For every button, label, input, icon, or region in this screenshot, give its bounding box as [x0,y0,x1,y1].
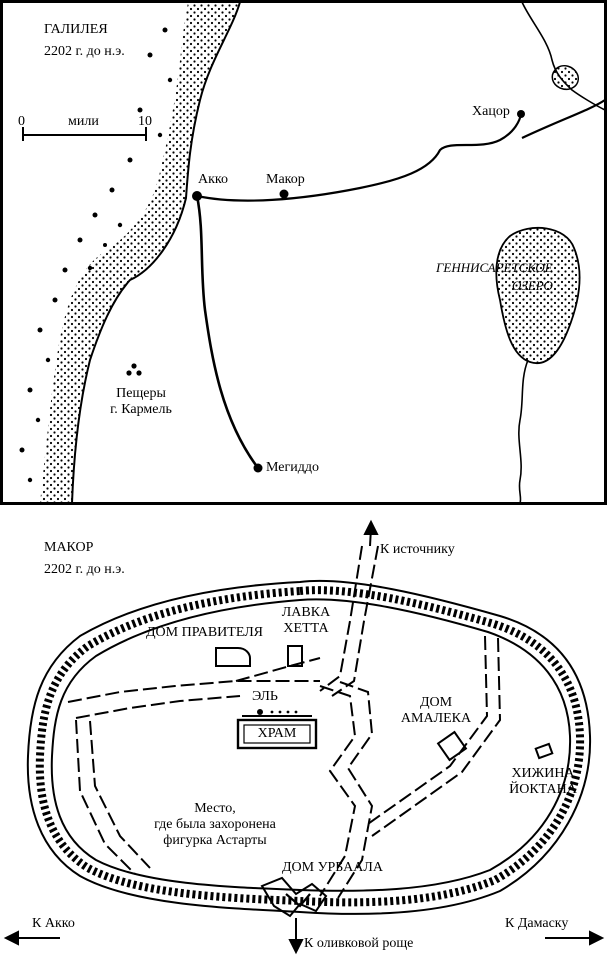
urbaal-house-shape [260,876,328,918]
megiddo-marker [253,463,263,473]
sea-dots [19,27,173,483]
road-akko-hazor [196,99,606,202]
akko-label: Акко [198,172,229,187]
coastline [71,1,241,504]
astarte-place-label-line1: Место, [194,801,236,816]
to-damascus-label: К Дамаску [505,916,569,931]
temple-dots [270,710,298,714]
exit-arrows [3,519,605,955]
galilee-date: 2202 г. до н.э. [44,44,125,59]
akko-marker [192,191,202,201]
yoktan-hut-label-line1: ХИЖИНА [511,766,575,781]
urbaal-house-label: ДОМ УРБААЛА [282,860,383,875]
yoktan-hut-shape [534,742,554,760]
astarte-place-label-line2: где была захоронена [154,817,276,832]
caves-marker [126,363,142,376]
hittite-shop-shape [287,645,303,667]
makor-marker [279,189,289,199]
governor-house-shape [215,647,251,667]
to-olive-grove-label: К оливковой роще [304,936,414,951]
lake-label-line1: ГЕННИСАРЕТСКОЕ [436,260,553,275]
hula-lake [551,65,579,90]
el-marker [257,709,263,715]
galilee-frame [0,0,607,505]
city-wall-outer [26,579,592,915]
temple-label: ХРАМ [257,726,297,741]
to-spring-label: К источнику [380,542,455,557]
galilee-map: ГАЛИЛЕЯ 2202 г. до н.э. 0 мили 10 Акко М… [0,0,607,505]
amalek-house-label-line1: ДОМ [419,695,453,710]
hazor-marker [517,110,525,118]
temple-frame-inner [243,724,311,744]
el-label: ЭЛЬ [252,689,278,704]
galilee-map-drawing [0,0,607,505]
scale-start: 0 [18,114,25,129]
temple-frame-outer [236,718,318,750]
galilee-title: ГАЛИЛЕЯ [44,22,108,37]
caves-label-line2: г. Кармель [110,402,172,417]
astarte-place-label-line3: фигурка Астарты [163,833,267,848]
lake-label-line2: ОЗЕРО [512,278,553,293]
hittite-shop-label-line2: ХЕТТА [283,621,329,636]
makor-map: МАКОР 2202 г. до н.э. К источнику ДОМ ПР… [0,506,607,958]
scale-bar [22,127,147,141]
governor-house-label: ДОМ ПРАВИТЕЛЯ [146,625,264,640]
megiddo-label: Мегиддо [266,460,319,475]
city-wall-brick [35,586,585,907]
makor-title: МАКОР [44,540,94,555]
coast-sand [40,2,240,503]
streets [67,545,502,899]
yoktan-hut-label-line2: ЙОКТАНА [509,782,577,797]
scale-unit: мили [68,114,99,129]
river-jordan [518,359,529,504]
hazor-label: Хацор [472,104,510,119]
road-akko-megiddo [195,195,260,469]
city-wall-inner [50,598,572,892]
amalek-house-label-line2: АМАЛЕКА [400,711,472,726]
to-akko-label: К Акко [32,916,75,931]
caves-label-line1: Пещеры [116,386,166,401]
river-north [521,1,606,111]
makor-map-drawing [3,519,605,955]
hittite-shop-label-line1: ЛАВКА [281,605,331,620]
makor-date: 2202 г. до н.э. [44,562,125,577]
city-gate-shape [285,893,311,908]
amalek-house-shape [436,730,468,762]
scale-end: 10 [138,114,152,129]
makor-label: Макор [266,172,305,187]
galilee-lake [495,226,581,365]
